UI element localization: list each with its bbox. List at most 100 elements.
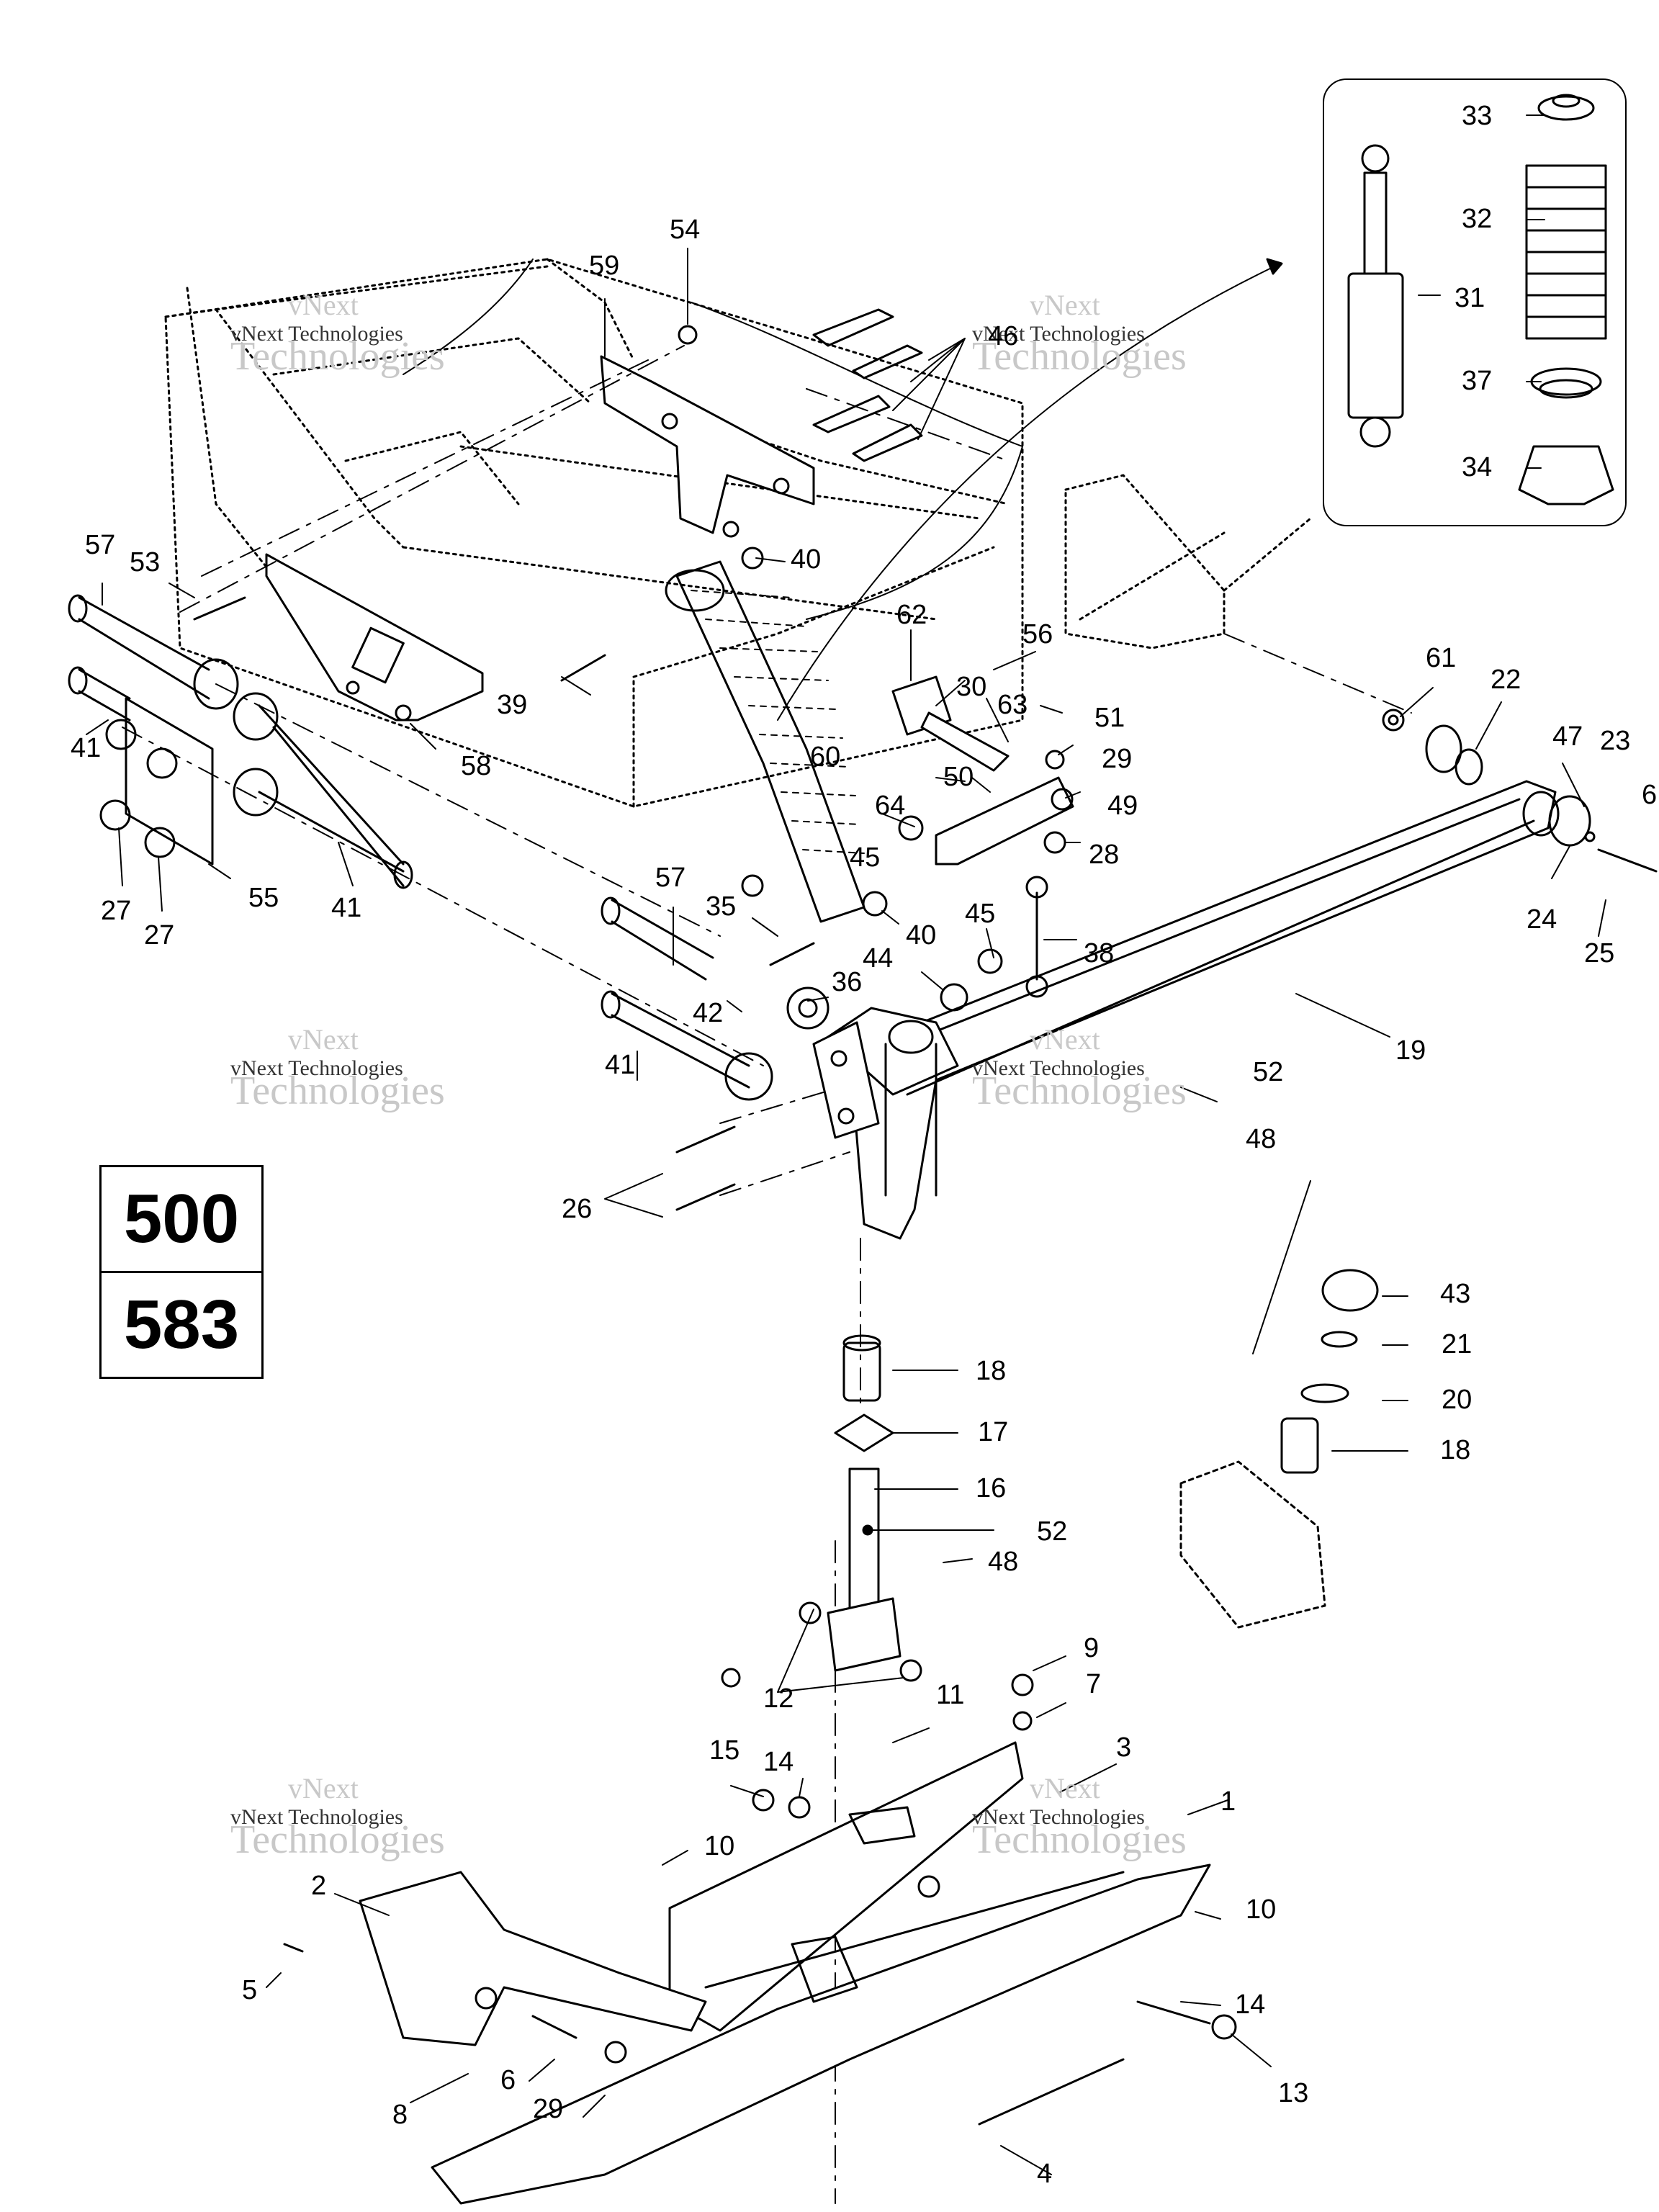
inset-arrow xyxy=(1266,258,1283,275)
part-label-l31: 31 xyxy=(1455,283,1485,313)
part-label-l21: 21 xyxy=(1442,1329,1473,1359)
part-label-l28: 28 xyxy=(1089,840,1120,870)
frame-outline-upper-2 xyxy=(691,302,1023,620)
part-label-l42: 42 xyxy=(693,998,724,1028)
part-label-l55: 55 xyxy=(248,883,279,913)
part-label-l16: 16 xyxy=(976,1473,1007,1503)
end-plate xyxy=(99,697,214,866)
model-number-box: 583 xyxy=(99,1271,264,1379)
model-number-box: 500 xyxy=(99,1165,264,1273)
part-label-l60: 60 xyxy=(810,742,841,772)
shock-absorber-spring xyxy=(665,560,866,923)
part-label-l6: 6 xyxy=(500,2065,516,2095)
part-label-l13: 13 xyxy=(1278,2078,1309,2108)
part-label-l24: 24 xyxy=(1527,904,1557,935)
part-label-l20: 20 xyxy=(1442,1385,1473,1415)
part-label-l34: 34 xyxy=(1462,452,1493,482)
part-label-l25: 25 xyxy=(1584,938,1615,968)
part-label-l10b: 10 xyxy=(1246,1894,1277,1925)
part-label-l23: 23 xyxy=(1600,726,1631,756)
part-label-l18a: 18 xyxy=(1440,1435,1471,1465)
part-label-l47: 47 xyxy=(1552,721,1583,752)
part-label-l49: 49 xyxy=(1107,791,1138,821)
part-label-l2: 2 xyxy=(311,1871,327,1901)
right-spindle-group xyxy=(1179,1180,1379,1629)
part-label-l7: 7 xyxy=(1086,1669,1102,1699)
part-label-l1: 1 xyxy=(1220,1786,1236,1817)
part-label-l41c: 41 xyxy=(605,1050,636,1080)
part-label-l17: 17 xyxy=(978,1417,1009,1447)
ski-assembly xyxy=(359,1668,1211,2205)
shafts xyxy=(68,594,773,1101)
part-label-l40b: 40 xyxy=(906,920,937,950)
bolts xyxy=(193,308,923,1211)
part-label-l58: 58 xyxy=(461,751,492,781)
part-label-l32: 32 xyxy=(1462,204,1493,234)
part-label-l5: 5 xyxy=(242,1975,258,2005)
part-label-l8: 8 xyxy=(392,2100,408,2130)
rear-bracket xyxy=(1064,474,1312,649)
part-label-l56: 56 xyxy=(1022,619,1053,649)
part-label-l40a: 40 xyxy=(791,544,822,575)
part-label-l37: 37 xyxy=(1462,366,1493,396)
part-label-l41a: 41 xyxy=(71,733,102,763)
part-label-l51: 51 xyxy=(1094,703,1125,733)
chassis-frame xyxy=(164,258,1024,808)
part-label-l10a: 10 xyxy=(704,1831,735,1861)
part-label-l3: 3 xyxy=(1116,1732,1132,1763)
part-label-l53: 53 xyxy=(130,547,161,577)
part-label-l44: 44 xyxy=(863,943,894,974)
leader-lines xyxy=(86,114,1606,2175)
part-label-l54: 54 xyxy=(670,215,701,245)
a-arm xyxy=(812,780,1557,1240)
part-label-l22: 22 xyxy=(1491,665,1521,695)
part-label-l38: 38 xyxy=(1084,938,1115,968)
part-label-l46: 46 xyxy=(988,321,1019,351)
upper-bracket xyxy=(600,355,815,538)
part-label-l6r: 6 xyxy=(1642,780,1658,810)
ski-hardware xyxy=(283,1673,1237,2064)
hardware-right xyxy=(678,325,1658,1030)
part-label-l26: 26 xyxy=(562,1194,593,1224)
part-label-l12: 12 xyxy=(763,1683,794,1714)
spindle-column xyxy=(799,1334,922,1682)
part-label-l18b: 18 xyxy=(976,1356,1007,1386)
shock-inset-box xyxy=(1323,78,1627,526)
part-label-l52b: 52 xyxy=(1037,1516,1068,1547)
inset-pointer xyxy=(777,266,1275,721)
assembly-lines xyxy=(122,345,1412,2204)
part-label-l48b: 48 xyxy=(988,1547,1019,1577)
left-side-bracket xyxy=(265,553,484,721)
part-label-l45b: 45 xyxy=(965,899,996,929)
part-label-l52a: 52 xyxy=(1253,1057,1284,1087)
part-label-l36: 36 xyxy=(832,967,863,997)
part-label-l27a: 27 xyxy=(101,896,132,926)
frame-outline-upper xyxy=(403,258,534,375)
part-label-l9: 9 xyxy=(1084,1633,1100,1663)
part-label-l27b: 27 xyxy=(144,920,175,950)
part-label-l29b: 29 xyxy=(533,2094,564,2124)
part-label-l14a: 14 xyxy=(763,1747,794,1777)
part-label-l45a: 45 xyxy=(850,842,881,873)
part-label-l57a: 57 xyxy=(85,530,116,560)
part-label-l62: 62 xyxy=(896,600,927,630)
part-label-l15: 15 xyxy=(709,1735,740,1766)
part-label-l48a: 48 xyxy=(1246,1124,1277,1154)
part-label-l63: 63 xyxy=(997,690,1028,720)
part-label-l50: 50 xyxy=(943,762,974,792)
part-label-l29a: 29 xyxy=(1102,744,1133,774)
part-label-l64: 64 xyxy=(875,791,906,821)
part-label-l61: 61 xyxy=(1426,643,1457,673)
steering-arm xyxy=(891,675,1074,998)
part-label-l57b: 57 xyxy=(655,863,686,893)
part-label-l39: 39 xyxy=(497,690,528,720)
part-label-l35: 35 xyxy=(706,891,737,922)
part-label-l30: 30 xyxy=(956,672,987,702)
